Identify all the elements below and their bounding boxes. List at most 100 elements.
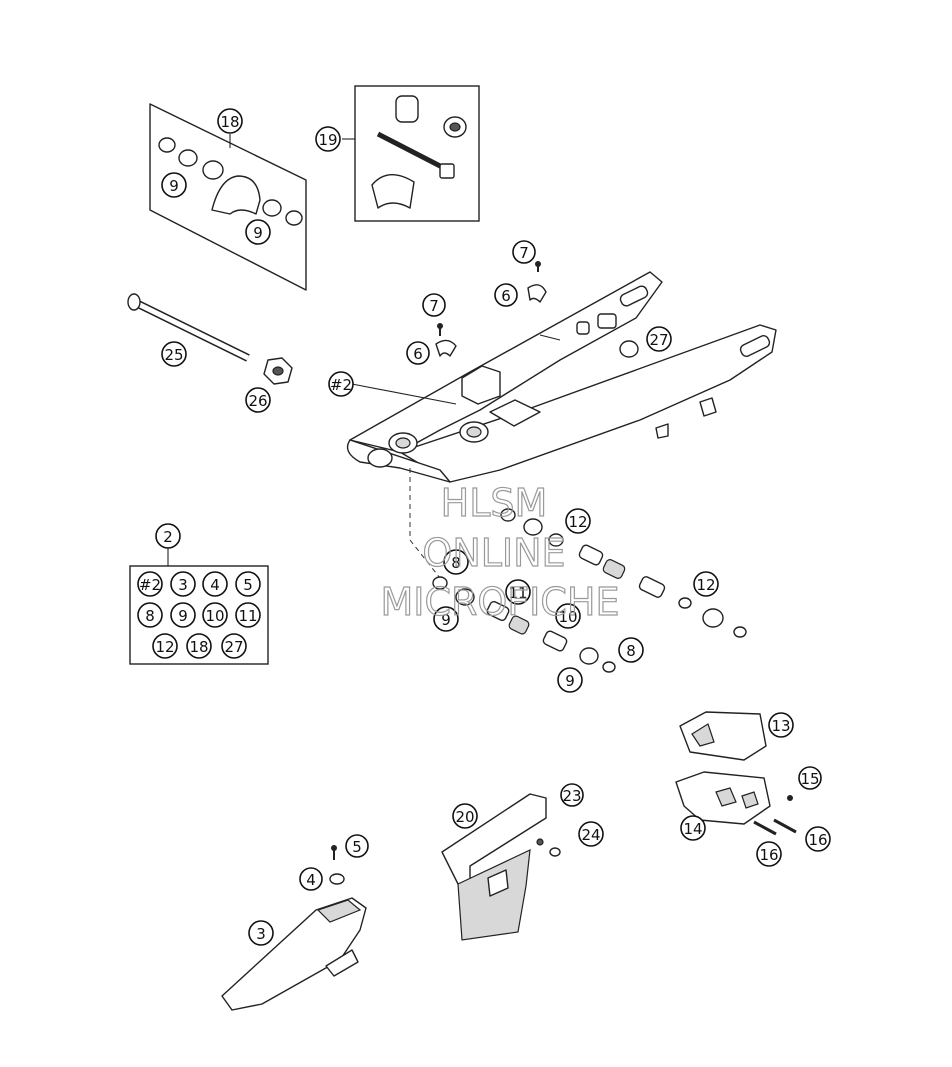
watermark: HLSM ONLINE MICROFICHE — [380, 480, 620, 624]
callout-c12a: 12 — [565, 508, 591, 534]
callout-label: 10 — [558, 608, 577, 626]
callout-c19: 19 — [315, 126, 341, 152]
callout-c25: 25 — [161, 341, 187, 367]
callout-c14: 14 — [680, 815, 706, 841]
kit-2-item: 9 — [170, 602, 196, 628]
callout-c3: 3 — [248, 920, 274, 946]
callout-label: 9 — [441, 611, 451, 629]
callout-label: 6 — [413, 345, 423, 363]
callout-c7a: 7 — [512, 240, 536, 264]
callout-label: 6 — [501, 287, 511, 305]
callout-label: #2 — [330, 376, 352, 394]
callout-label: 3 — [256, 925, 266, 943]
kit-2-item: 10 — [202, 602, 228, 628]
callout-label: 4 — [306, 871, 316, 889]
callout-c9d: 9 — [557, 667, 583, 693]
kit-2-item-label: 10 — [205, 607, 224, 625]
kit-2-item-label: 3 — [178, 576, 188, 594]
watermark-line3: MICROFICHE — [380, 580, 619, 624]
kit-2-item-label: 18 — [189, 638, 208, 656]
callout-c2: 2 — [155, 523, 181, 549]
chain-slider — [221, 845, 367, 1011]
callout-label: 24 — [581, 826, 600, 844]
kit-2-item-label: 27 — [224, 638, 243, 656]
leader-lines — [229, 134, 561, 405]
callout-label: 16 — [759, 846, 778, 864]
clips-and-screws — [435, 261, 639, 358]
kit-2-item: 4 — [202, 571, 228, 597]
callout-c15: 15 — [798, 766, 822, 790]
callout-label: 18 — [220, 113, 239, 131]
callout-label: 20 — [455, 808, 474, 826]
callout-label: 8 — [626, 642, 636, 660]
callout-c8a: 8 — [443, 549, 469, 575]
watermark-line1: HLSM — [441, 481, 548, 525]
callout-c11: 11 — [505, 579, 531, 605]
kit-2-item: 27 — [221, 633, 247, 659]
callout-label: 5 — [352, 838, 362, 856]
callout-c20: 20 — [452, 803, 478, 829]
watermark-line2: ONLINE — [422, 531, 565, 575]
callout-label: 2 — [163, 528, 173, 546]
chain-guide — [675, 711, 797, 836]
callout-c23: 23 — [560, 783, 584, 807]
kit-2-item: 3 — [170, 571, 196, 597]
kit-2-item: 12 — [152, 633, 178, 659]
callout-label: 13 — [771, 717, 790, 735]
callout-label: 8 — [451, 554, 461, 572]
callout-label: 26 — [248, 392, 267, 410]
callout-c6a: 6 — [494, 283, 518, 307]
callout-c12b: 12 — [693, 571, 719, 597]
callout-c26: 26 — [245, 387, 271, 413]
kit-2-item: #2 — [137, 571, 163, 597]
kit-2-item: 8 — [137, 602, 163, 628]
kit-2-item-label: 12 — [155, 638, 174, 656]
callout-label: 16 — [808, 831, 827, 849]
callout-label: 23 — [562, 787, 581, 805]
callout-c13: 13 — [768, 712, 794, 738]
callout-c8b: 8 — [618, 637, 644, 663]
callout-label: 12 — [696, 576, 715, 594]
callout-c4: 4 — [299, 867, 323, 891]
callout-label: 14 — [683, 820, 702, 838]
callout-c7b: 7 — [422, 293, 446, 317]
callout-label: 9 — [565, 672, 575, 690]
callout-c5: 5 — [345, 834, 369, 858]
callout-label: 7 — [429, 297, 439, 315]
kit-2-item-label: 9 — [178, 607, 188, 625]
callout-label: 19 — [318, 131, 337, 149]
callout-c9b: 9 — [245, 219, 271, 245]
kit-2-item-label: #2 — [139, 576, 161, 594]
callout-c10: 10 — [555, 603, 581, 629]
callout-label: 9 — [169, 177, 179, 195]
callout-label: 9 — [253, 224, 263, 242]
callout-c27: 27 — [646, 326, 672, 352]
kit-2-item: 11 — [235, 602, 261, 628]
kit-2-item: 5 — [235, 571, 261, 597]
callout-c2ref: #2 — [328, 371, 354, 397]
chain-guard — [441, 793, 561, 941]
kit-2-item-label: 8 — [145, 607, 155, 625]
kit-19-box — [354, 85, 480, 222]
callout-c6b: 6 — [406, 341, 430, 365]
kit-2-item-label: 4 — [210, 576, 220, 594]
callout-label: 11 — [508, 584, 527, 602]
callout-label: 7 — [519, 244, 529, 262]
callout-c9a: 9 — [161, 172, 187, 198]
callout-label: 15 — [800, 770, 819, 788]
callout-c16a: 16 — [756, 841, 782, 867]
callout-c18: 18 — [217, 108, 243, 134]
callout-label: 12 — [568, 513, 587, 531]
swingarm — [346, 271, 777, 579]
callout-label: 27 — [649, 331, 668, 349]
kit-18-panel — [149, 103, 307, 291]
bearing-stack — [432, 508, 747, 673]
callout-label: 25 — [164, 346, 183, 364]
callout-c24: 24 — [578, 821, 604, 847]
swingarm-axle — [127, 293, 293, 385]
kit-2-item: 18 — [186, 633, 212, 659]
kit-2-item-label: 5 — [243, 576, 253, 594]
kit-2-item-label: 11 — [238, 607, 257, 625]
callout-c16b: 16 — [805, 826, 831, 852]
